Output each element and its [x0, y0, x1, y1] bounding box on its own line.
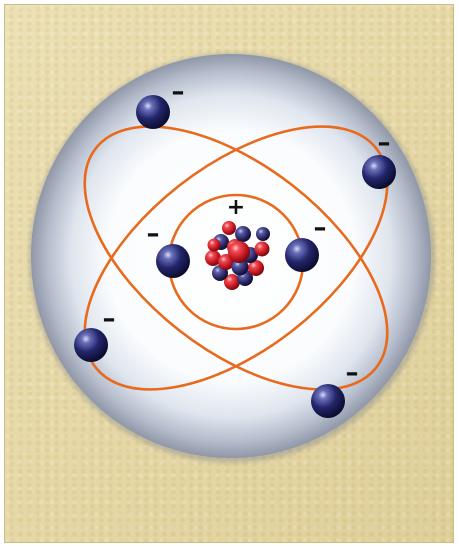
proton-particle: [255, 242, 270, 257]
electron-minus-sign: –: [147, 219, 160, 249]
electron-minus-sign: –: [314, 213, 327, 243]
electron-sphere-icon: [362, 155, 396, 189]
electron-minus-sign: –: [378, 128, 391, 158]
electron-sphere-icon: [285, 238, 319, 272]
electron-sphere-icon: [136, 95, 170, 129]
nucleus-plus-sign: +: [227, 195, 245, 220]
electron-minus-sign: –: [172, 77, 185, 107]
electron-minus-sign: –: [103, 304, 116, 334]
electron-sphere-icon: [156, 244, 190, 278]
electron-sphere-icon: [311, 384, 345, 418]
proton-particle: [208, 239, 221, 252]
neutron-particle: [256, 227, 270, 241]
proton-particle: [228, 241, 250, 263]
electron-minus-sign: –: [346, 358, 359, 388]
neutron-particle: [235, 226, 251, 242]
proton-particle: [222, 221, 236, 235]
